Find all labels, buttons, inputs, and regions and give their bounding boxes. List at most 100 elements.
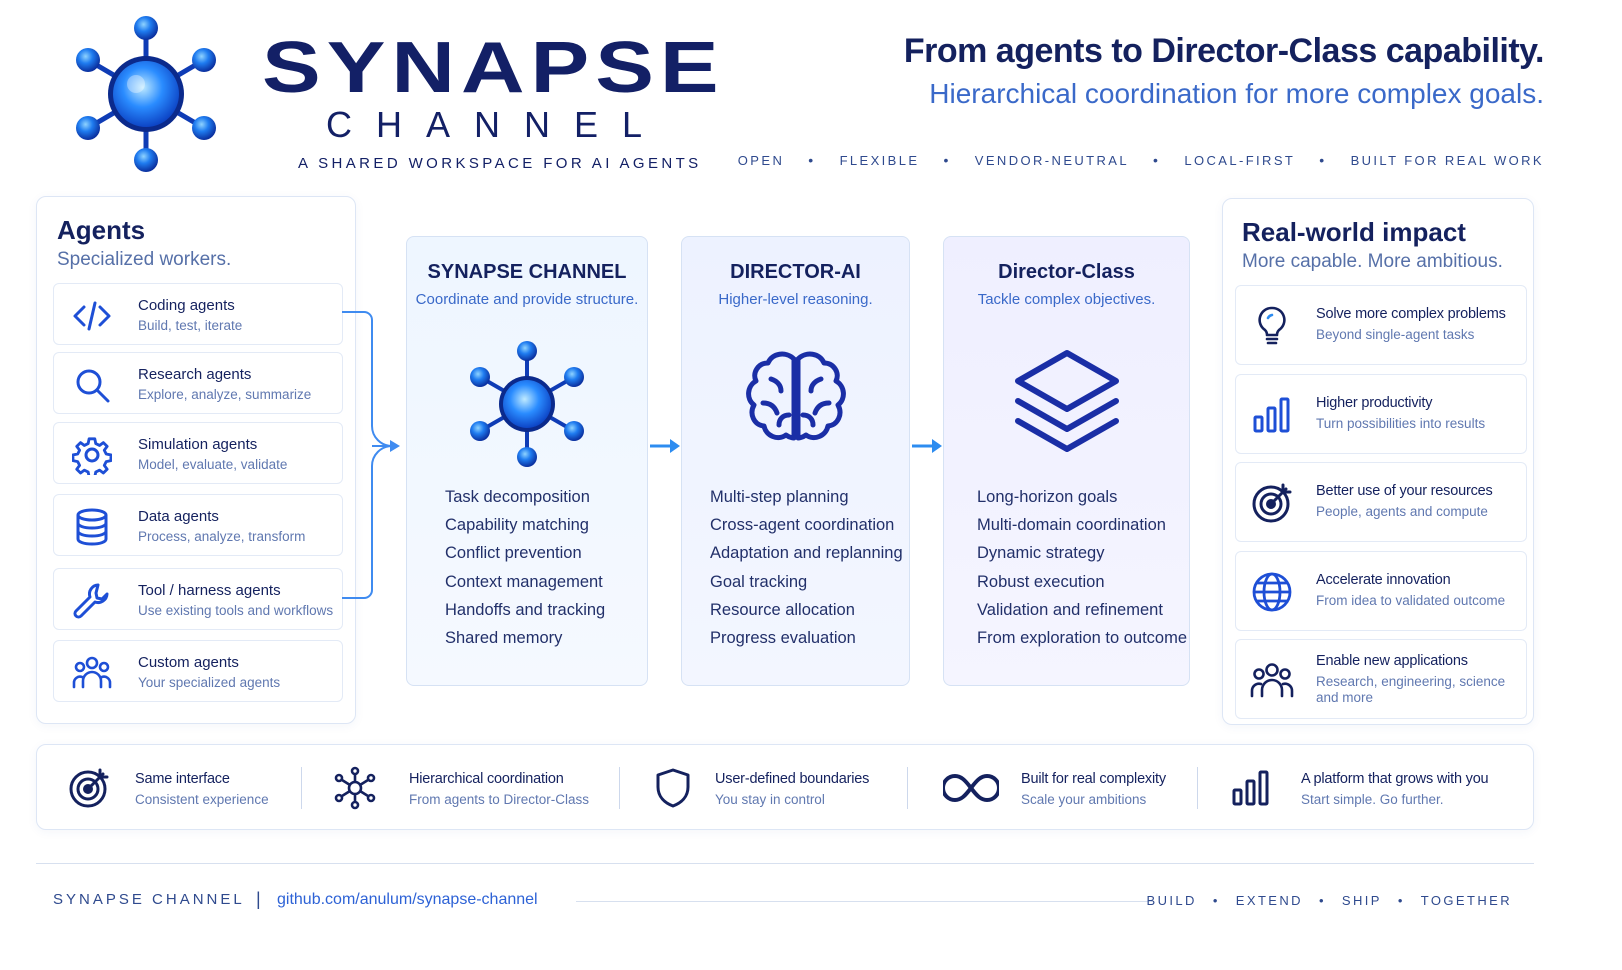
impact-item-desc: Research, engineering, science and more: [1316, 674, 1506, 705]
target-icon: [69, 768, 109, 808]
agents-panel: Agents Specialized workers. Coding agent…: [36, 196, 356, 724]
impact-item-title: Solve more complex problems: [1316, 306, 1506, 322]
impact-item-desc: People, agents and compute: [1316, 504, 1488, 519]
layers-icon: [1014, 350, 1119, 452]
dot-separator: •: [808, 152, 816, 168]
feature-platform: A platform that grows with you Start sim…: [1199, 745, 1533, 831]
column-list: Long-horizon goals Multi-domain coordina…: [977, 483, 1187, 652]
impact-item-desc: From idea to validated outcome: [1316, 593, 1506, 608]
column-title: SYNAPSE CHANNEL: [427, 261, 627, 283]
wrench-icon: [73, 583, 109, 619]
agents-bracket-connector: [342, 311, 400, 599]
subheadline: Hierarchical coordination for more compl…: [929, 78, 1544, 109]
code-icon: [73, 301, 111, 331]
brand-logo-icon: [66, 14, 226, 174]
impact-card-productivity[interactable]: Higher productivity Turn possibilities i…: [1235, 374, 1527, 454]
list-item: Context management: [445, 572, 603, 591]
impact-item-desc: Turn possibilities into results: [1316, 416, 1486, 431]
agent-card-coding[interactable]: Coding agents Build, test, iterate: [53, 283, 343, 345]
list-item: Handoffs and tracking: [445, 600, 606, 619]
agent-title: Coding agents: [138, 297, 235, 314]
list-item: Multi-domain coordination: [977, 516, 1166, 535]
shield-icon: [656, 768, 690, 808]
agent-card-research[interactable]: Research agents Explore, analyze, summar…: [53, 352, 343, 414]
column-subtitle: Coordinate and provide structure.: [415, 291, 639, 308]
feature-title: Built for real complexity: [1021, 771, 1166, 787]
list-item: Progress evaluation: [710, 629, 856, 648]
dot-separator: •: [1319, 152, 1327, 168]
impact-card-problems[interactable]: Solve more complex problems Beyond singl…: [1235, 285, 1527, 365]
gear-icon: [72, 437, 112, 475]
impact-item-desc: Beyond single-agent tasks: [1316, 327, 1475, 342]
dot-separator: •: [1397, 893, 1405, 908]
bar-chart-icon: [1232, 770, 1269, 806]
dot-separator: •: [1153, 152, 1161, 168]
feature-desc: Scale your ambitions: [1021, 792, 1147, 807]
dot-separator: •: [1318, 893, 1326, 908]
list-item: Dynamic strategy: [977, 544, 1105, 563]
column-synapse-channel: SYNAPSE CHANNEL Coordinate and provide s…: [406, 236, 648, 686]
impact-item-title: Accelerate innovation: [1316, 572, 1451, 588]
list-item: Task decomposition: [445, 488, 590, 506]
values-row: OPEN• FLEXIBLE• VENDOR-NEUTRAL• LOCAL-FI…: [738, 152, 1544, 168]
users-icon: [1250, 663, 1294, 698]
agent-desc: Build, test, iterate: [138, 318, 243, 333]
agent-card-custom[interactable]: Custom agents Your specialized agents: [53, 640, 343, 702]
list-item: Goal tracking: [710, 572, 808, 591]
agent-card-data[interactable]: Data agents Process, analyze, transform: [53, 494, 343, 556]
impact-card-applications[interactable]: Enable new applications Research, engine…: [1235, 639, 1527, 719]
list-item: Validation and refinement: [977, 600, 1163, 619]
impact-panel: Real-world impact More capable. More amb…: [1222, 198, 1534, 725]
agents-title: Agents: [57, 215, 146, 245]
arrow-right-icon: [650, 439, 680, 453]
impact-item-title: Better use of your resources: [1316, 483, 1493, 499]
list-item: Multi-step planning: [710, 488, 849, 506]
feature-desc: From agents to Director-Class: [409, 792, 590, 807]
arrow-right-icon: [912, 439, 942, 453]
divider: [619, 767, 620, 809]
motto-item: BUILD: [1146, 893, 1197, 908]
list-item: Resource allocation: [710, 600, 855, 619]
agent-card-simulation[interactable]: Simulation agents Model, evaluate, valid…: [53, 422, 343, 484]
divider: [301, 767, 302, 809]
column-title: DIRECTOR-AI: [730, 261, 861, 283]
impact-item-title: Enable new applications: [1316, 653, 1468, 669]
feature-desc: Start simple. Go further.: [1301, 792, 1444, 807]
feature-title: User-defined boundaries: [715, 771, 870, 787]
column-list: Multi-step planning Cross-agent coordina…: [710, 483, 903, 652]
agent-title: Simulation agents: [138, 436, 258, 453]
target-icon: [1252, 483, 1292, 523]
footer-motto: BUILD• EXTEND• SHIP• TOGETHER: [1147, 893, 1512, 908]
column-title: Director-Class: [998, 261, 1135, 283]
list-item: Conflict prevention: [445, 544, 582, 563]
impact-subtitle: More capable. More ambitious.: [1242, 251, 1503, 272]
globe-icon: [1252, 572, 1292, 612]
search-icon: [76, 369, 110, 403]
agent-desc: Process, analyze, transform: [138, 529, 306, 544]
github-link[interactable]: github.com/anulum/synapse-channel: [277, 891, 538, 908]
agent-desc: Use existing tools and workflows: [138, 603, 334, 618]
agent-title: Custom agents: [138, 654, 239, 671]
feature-desc: You stay in control: [715, 792, 825, 807]
divider: [907, 767, 908, 809]
database-icon: [76, 508, 108, 546]
impact-item-title: Higher productivity: [1316, 395, 1433, 411]
column-director-ai: DIRECTOR-AI Higher-level reasoning. Mult…: [681, 236, 910, 686]
footer-brand: SYNAPSE CHANNEL: [53, 891, 245, 908]
agent-card-tool[interactable]: Tool / harness agents Use existing tools…: [53, 568, 343, 630]
agent-title: Tool / harness agents: [138, 582, 281, 599]
brand-tagline: A SHARED WORKSPACE FOR AI AGENTS: [298, 155, 702, 172]
list-item: Long-horizon goals: [977, 488, 1118, 506]
agent-desc: Model, evaluate, validate: [138, 457, 288, 472]
value-item: FLEXIBLE: [839, 152, 920, 168]
list-item: Shared memory: [445, 629, 563, 648]
column-director-class: Director-Class Tackle complex objectives…: [943, 236, 1190, 686]
impact-card-innovation[interactable]: Accelerate innovation From idea to valid…: [1235, 551, 1527, 631]
features-strip: Same interface Consistent experience Hie…: [36, 744, 1534, 830]
list-item: From exploration to outcome: [977, 629, 1188, 648]
list-item: Adaptation and replanning: [710, 544, 903, 563]
hub-icon: [334, 766, 376, 810]
footer-divider: [36, 863, 1534, 864]
feature-complexity: Built for real complexity Scale your amb…: [909, 745, 1197, 831]
impact-card-resources[interactable]: Better use of your resources People, age…: [1235, 462, 1527, 542]
